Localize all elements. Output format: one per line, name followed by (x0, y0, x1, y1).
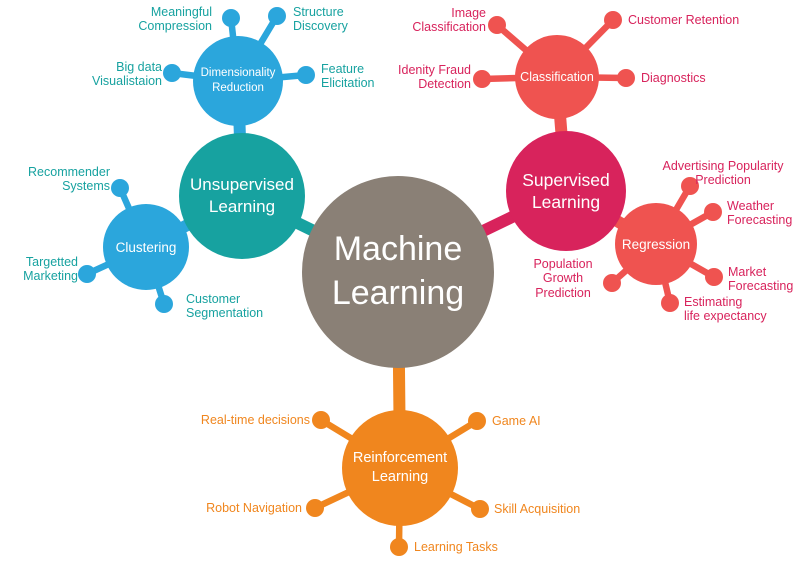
leaf-label-population-growth-prediction: Population Growth Prediction (533, 257, 593, 300)
satellite-dot-idenity-fraud-detection (473, 70, 491, 88)
branch-node-supervised-learning: Supervised Learning (506, 131, 626, 251)
leaf-label-meaningful-compression: Meaningful Compression (138, 5, 212, 34)
leaf-label-targetted-marketing: Targetted Marketing (23, 255, 78, 284)
satellite-dot-diagnostics (617, 69, 635, 87)
leaf-label-customer-segmentation: Customer Segmentation (186, 292, 264, 321)
satellite-dot-feature-elicitation (297, 66, 315, 84)
satellite-dot-advertising-popularity-prediction (681, 177, 699, 195)
satellite-dot-big-data-visualistaion (163, 64, 181, 82)
subtopic-node-classification: Classification (515, 35, 599, 119)
leaf-label-diagnostics: Diagnostics (641, 71, 706, 85)
leaf-label-weather-forecasting: Weather Forecasting (727, 199, 793, 228)
subtopic-node-dimensionality-reduction: Dimensionality Reduction (193, 36, 283, 126)
satellite-dot-game-ai (468, 412, 486, 430)
satellite-dot-robot-navigation (306, 499, 324, 517)
leaf-label-idenity-fraud-detection: Idenity Fraud Detection (398, 63, 471, 92)
leaf-label-learning-tasks: Learning Tasks (414, 540, 498, 554)
satellite-dot-real-time-decisions (312, 411, 330, 429)
satellite-dot-targetted-marketing (78, 265, 96, 283)
satellite-dot-estimating-life-expectancy (661, 294, 679, 312)
satellite-dot-image-classification (488, 16, 506, 34)
leaf-label-estimating-life-expectancy: Estimating life expectancy (684, 295, 767, 324)
leaf-label-game-ai: Game AI (492, 414, 541, 428)
satellite-dot-skill-acquisition (471, 500, 489, 518)
leaf-label-customer-retention: Customer Retention (628, 13, 740, 27)
leaf-label-image-classification: Image Classification (412, 6, 486, 35)
satellite-dot-recommender-systems (111, 179, 129, 197)
leaf-label-robot-navigation: Robot Navigation (206, 501, 302, 515)
leaf-label-recommender-systems: Recommender Systems (28, 165, 110, 194)
leaf-label-structure-discovery: Structure Discovery (293, 5, 348, 34)
subtopic-node-clustering: Clustering (103, 204, 189, 290)
leaf-label-real-time-decisions: Real-time decisions (200, 413, 310, 427)
leaf-label-advertising-popularity-prediction: Advertising Popularity Prediction (662, 159, 784, 188)
leaf-label-big-data-visualistaion: Big data Visualistaion (92, 60, 162, 89)
subtopic-node-regression: Regression (615, 203, 697, 285)
branch-node-unsupervised-learning: Unsupervised Learning (179, 133, 305, 259)
satellite-dot-weather-forecasting (704, 203, 722, 221)
branch-node-reinforcement-learning: Reinforcement Learning (342, 410, 458, 526)
satellite-dot-structure-discovery (268, 7, 286, 25)
satellite-dot-learning-tasks (390, 538, 408, 556)
satellite-dot-customer-segmentation (155, 295, 173, 313)
satellite-dot-customer-retention (604, 11, 622, 29)
satellite-dot-population-growth-prediction (603, 274, 621, 292)
leaf-label-market-forecasting: Market Forecasting (728, 265, 794, 294)
leaf-label-feature-elicitation: Feature Elicitation (321, 62, 375, 91)
leaf-label-skill-acquisition: Skill Acquisition (494, 502, 581, 516)
center-node-machine-learning: Machine Learning (302, 176, 494, 368)
satellite-dot-meaningful-compression (222, 9, 240, 27)
satellite-dot-market-forecasting (705, 268, 723, 286)
